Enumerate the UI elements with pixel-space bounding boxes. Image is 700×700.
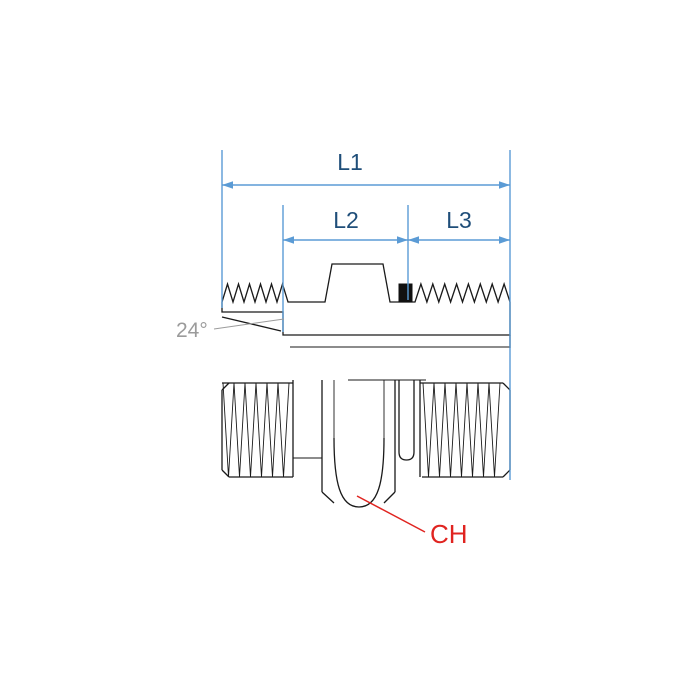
cone-angle-annotation: 24°	[176, 318, 285, 342]
seal-ring-section	[398, 283, 413, 303]
l2-label: L2	[333, 207, 359, 233]
l1-label: L1	[337, 149, 363, 175]
l3-label: L3	[446, 207, 472, 233]
dimension-l1: L1	[221, 149, 511, 480]
dimension-l3: L3	[408, 207, 510, 244]
cone-angle-label: 24°	[176, 319, 208, 342]
dimension-l2: L2	[282, 205, 409, 332]
right-thread-external	[420, 382, 511, 478]
hex-external	[321, 380, 396, 508]
left-thread-external	[221, 380, 322, 478]
hex-size-annotation: CH	[356, 495, 468, 549]
external-view	[221, 380, 511, 508]
hatched-body	[221, 263, 511, 336]
hex-size-label: CH	[430, 519, 468, 549]
washer-external	[398, 380, 415, 461]
